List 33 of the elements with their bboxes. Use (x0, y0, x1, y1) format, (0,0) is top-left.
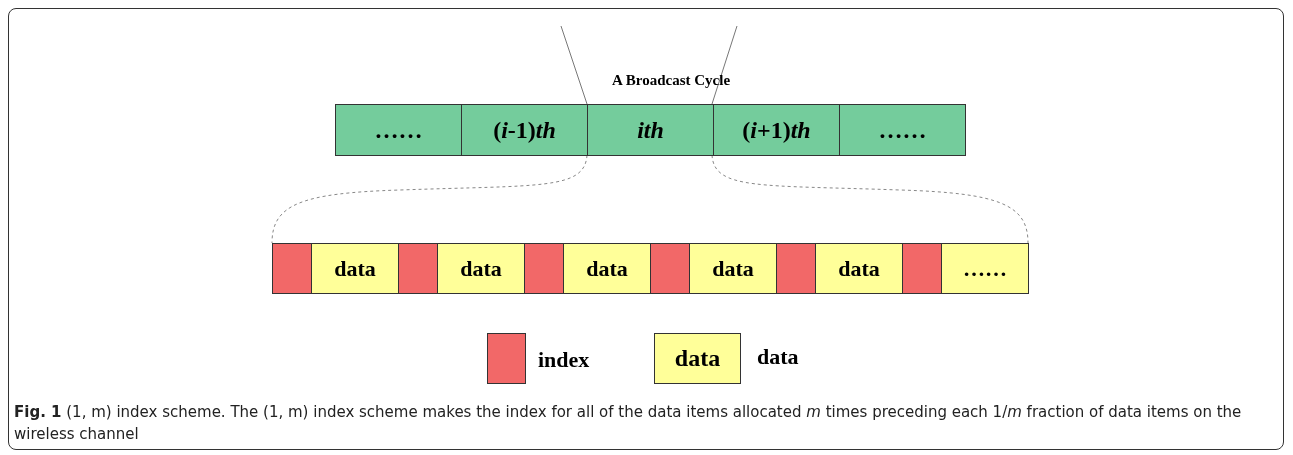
data-cell (563, 243, 651, 294)
cell-label: data (460, 255, 502, 282)
cycle-cell (713, 104, 840, 156)
cycle-cell (587, 104, 714, 156)
cycle-cell (335, 104, 462, 156)
figure-caption: Fig. 1 (1, m) index scheme. The (1, m) index scheme makes the index for all of the data items allocated m times preceding each 1/m fraction of data items on the wireless channel (14, 402, 1243, 445)
cell-label: data (712, 255, 754, 282)
data-cell (689, 243, 777, 294)
cycle-cell (839, 104, 966, 156)
cell-label: data (838, 255, 880, 282)
index-cell (272, 243, 312, 294)
cell-label: …… (878, 116, 927, 144)
cell-label: (i+1)th (742, 116, 811, 144)
cell-label: …… (374, 116, 423, 144)
swatch-label: data (674, 345, 721, 372)
cell-label: data (334, 255, 376, 282)
data-cell (311, 243, 399, 294)
cycle-label: A Broadcast Cycle (612, 72, 731, 89)
index-cell (902, 243, 942, 294)
index-cell (776, 243, 816, 294)
cycle-cell (461, 104, 588, 156)
cell-label: ith (637, 116, 664, 144)
legend-label: index (538, 347, 590, 373)
cell-label: (i-1)th (493, 116, 556, 144)
data-cell (815, 243, 903, 294)
index-cell (398, 243, 438, 294)
cell-label: data (586, 255, 628, 282)
data-cell (437, 243, 525, 294)
index-cell (524, 243, 564, 294)
index-cell (650, 243, 690, 294)
data-cell (941, 243, 1029, 294)
legend-label: data (757, 344, 799, 370)
cell-label: …… (963, 255, 1007, 282)
